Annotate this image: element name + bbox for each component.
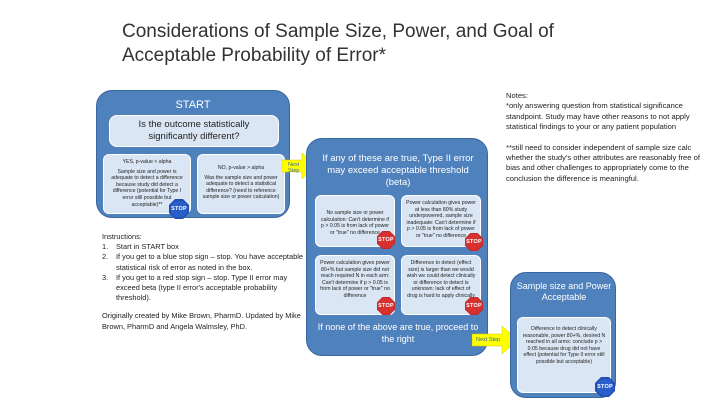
type2-heading: If any of these are true, Type II error …	[322, 153, 474, 188]
next-step-label-1: Next Step	[288, 162, 300, 174]
instruction-text: If you get to a blue stop sign – stop. Y…	[116, 252, 303, 272]
instruction-text: If you get to a red stop sign – stop. Ty…	[116, 272, 288, 303]
notes-label: Notes:	[506, 91, 528, 100]
type2-card-4-text: Difference to detect (effect size) is la…	[406, 260, 476, 299]
instruction-item: 2. If you get to a blue stop sign – stop.…	[102, 252, 312, 272]
stop-label: STOP	[466, 239, 482, 245]
instruction-text: Start in START box	[116, 242, 179, 252]
instruction-number: 3.	[102, 272, 109, 282]
instructions-label: Instructions:	[102, 232, 142, 241]
outcome-question: Is the outcome statistically significant…	[109, 115, 279, 147]
instruction-number: 2.	[102, 252, 109, 262]
instruction-item: 3. If you get to a red stop sign – stop. …	[102, 273, 312, 304]
stop-label: STOP	[466, 303, 482, 309]
start-heading: START	[175, 99, 211, 111]
stop-label: STOP	[378, 303, 394, 309]
instructions-list: 1. Start in START box 2. If you get to a b…	[102, 242, 312, 303]
stop-label: STOP	[171, 206, 187, 212]
stop-label: STOP	[597, 384, 613, 390]
type2-footer: If none of the above are true, proceed t…	[317, 322, 479, 344]
yes-card-body: Sample size and power is adequate to det…	[111, 168, 183, 208]
red-stop-icon-4: STOP	[465, 297, 483, 315]
notes: Notes: *only answering question from sta…	[506, 91, 706, 194]
type2-card-1-text: No sample size or power calculation: Can…	[321, 210, 389, 236]
note-1: *only answering question from statistica…	[506, 101, 690, 132]
note-2: **still need to consider independent of …	[506, 142, 700, 183]
yes-card: YES, p-value < alpha Sample size and pow…	[103, 154, 191, 214]
red-stop-icon-1: STOP	[377, 231, 395, 249]
yes-card-heading: YES, p-value < alpha	[122, 159, 172, 165]
start-panel: START Is the outcome statistically signi…	[96, 90, 290, 219]
blue-stop-icon: STOP	[169, 199, 189, 219]
type2-card-3-text: Power calculation gives power 80+% but s…	[320, 260, 390, 299]
no-card: NO, p-value > alpha Was the sample size …	[197, 154, 285, 214]
red-stop-icon-2: STOP	[465, 233, 483, 251]
acceptable-card-text: Difference to detect clinically reasonab…	[522, 326, 606, 365]
page-title: Considerations of Sample Size, Power, an…	[122, 21, 554, 66]
next-step-label-2: Next Step	[476, 337, 501, 343]
acceptable-card: Difference to detect clinically reasonab…	[517, 317, 611, 393]
instruction-number: 1.	[102, 242, 109, 252]
stop-label: STOP	[378, 237, 394, 243]
instruction-item: 1. Start in START box	[102, 242, 312, 252]
credit: Originally created by Mike Brown, PharmD…	[102, 311, 301, 331]
no-card-body: Was the sample size and power adequate t…	[202, 174, 280, 201]
type2-panel: If any of these are true, Type II error …	[306, 138, 488, 356]
instructions: Instructions: 1. Start in START box 2. If …	[102, 232, 312, 332]
red-stop-icon-3: STOP	[377, 297, 395, 315]
acceptable-panel: Sample size and Power Acceptable Differe…	[510, 272, 616, 398]
acceptable-heading: Sample size and Power Acceptable	[516, 281, 612, 302]
type2-card-2: Power calculation gives power at less th…	[401, 195, 481, 247]
type2-card-2-text: Power calculation gives power at less th…	[406, 200, 476, 239]
no-card-heading: NO, p-value > alpha	[217, 165, 265, 171]
blue-stop-icon-2: STOP	[595, 377, 615, 397]
